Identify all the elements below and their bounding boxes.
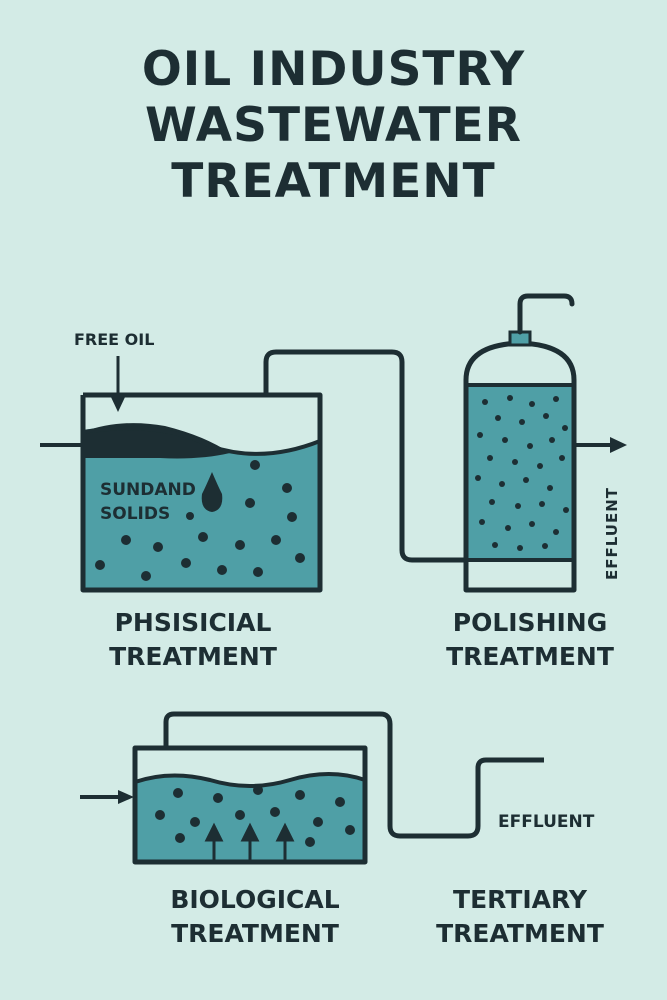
pipe-biological-to-tertiary [163, 711, 544, 839]
physical-treatment-label: PHSISICIAL TREATMENT [78, 606, 308, 674]
title-line-1: OIL INDUSTRY [141, 42, 526, 97]
pipe-physical-to-polishing [263, 349, 466, 563]
physical-tank-water [83, 426, 320, 590]
sand-solids-label: SUNDAND SOLIDS [100, 478, 196, 526]
polishing-treatment-label: POLISHING TREATMENT [430, 606, 630, 674]
free-oil-arrow [110, 356, 126, 412]
effluent-label-bottom: EFFLUENT [498, 812, 595, 832]
biological-tank-outline [132, 745, 368, 865]
tertiary-treatment-label: TERTIARY TREATMENT [420, 883, 620, 951]
physical-label-line-1: PHSISICIAL [114, 608, 272, 637]
tertiary-label-line-2: TREATMENT [436, 919, 604, 948]
biological-tank-particles [155, 785, 355, 847]
polishing-media-dots [475, 395, 569, 551]
oil-droplet-icon [201, 472, 223, 512]
physical-treatment-tank [40, 356, 323, 593]
biological-treatment-label: BIOLOGICAL TREATMENT [140, 883, 370, 951]
page-title: OIL INDUSTRY WASTEWATER TREATMENT [0, 42, 667, 210]
aeration-arrows [204, 822, 295, 860]
physical-tank-particles [95, 460, 305, 581]
polishing-label-line-2: TREATMENT [446, 642, 614, 671]
polishing-vessel [463, 293, 627, 593]
title-line-3: TREATMENT [171, 154, 496, 209]
title-line-2: WASTEWATER [145, 98, 522, 153]
biological-treatment-tank [80, 745, 368, 865]
effluent-arrow-icon [610, 437, 627, 453]
free-oil-layer [83, 423, 230, 459]
biological-inlet-arrow-icon [118, 790, 134, 804]
polishing-label-line-1: POLISHING [452, 608, 608, 637]
biological-label-line-2: TREATMENT [171, 919, 339, 948]
physical-label-line-2: TREATMENT [109, 642, 277, 671]
biological-label-line-1: BIOLOGICAL [170, 885, 340, 914]
polishing-top-pipe [517, 293, 575, 335]
tertiary-label-line-1: TERTIARY [453, 885, 587, 914]
sand-solids-line-1: SUNDAND [100, 480, 196, 500]
effluent-label-right: EFFLUENT [603, 487, 621, 580]
physical-tank-outline [80, 392, 323, 593]
free-oil-label: FREE OIL [74, 330, 155, 349]
sand-solids-line-2: SOLIDS [100, 504, 171, 524]
